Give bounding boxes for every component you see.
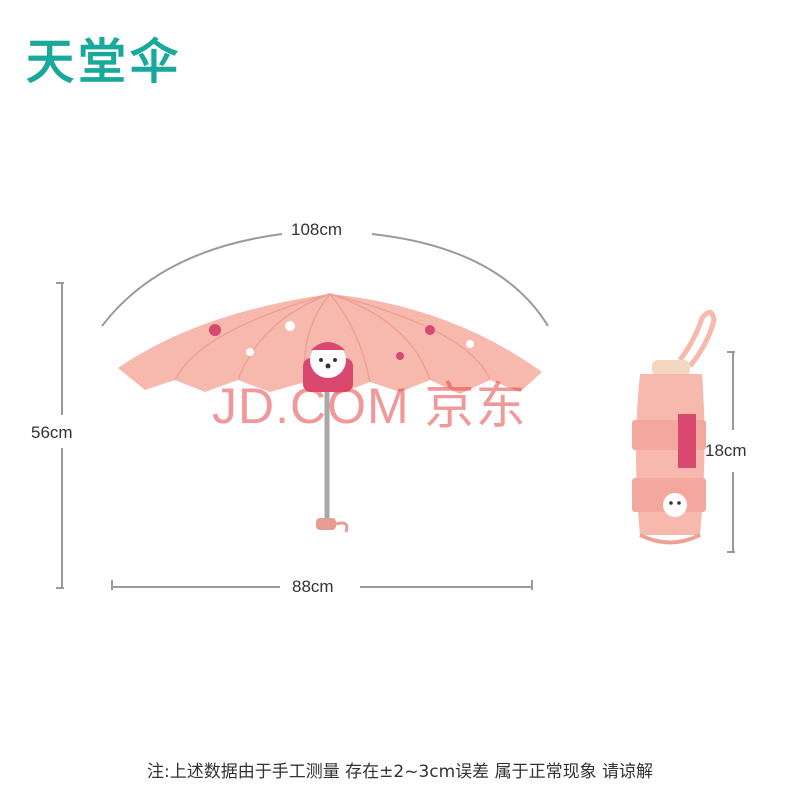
arc-measure-line-right <box>371 233 549 327</box>
diameter-label: 88cm <box>292 577 334 596</box>
jd-watermark: JD.COM 京东 <box>212 378 527 434</box>
arc-measure-line-left <box>101 233 283 327</box>
bear-print <box>303 342 353 392</box>
folded-measure-bracket <box>727 351 735 553</box>
folded-umbrella <box>632 310 717 545</box>
width-measure-bracket <box>111 580 533 590</box>
brand-logo: 天堂伞 <box>26 34 183 90</box>
open-umbrella <box>118 293 542 533</box>
height-measure-bracket <box>56 282 64 589</box>
height-label: 56cm <box>31 423 73 442</box>
folded-length-label: 18cm <box>705 441 747 460</box>
arc-length-label: 108cm <box>291 220 343 239</box>
measurement-note: 注:上述数据由于手工测量 存在±2~3cm误差 属于正常现象 请谅解 <box>147 762 653 782</box>
